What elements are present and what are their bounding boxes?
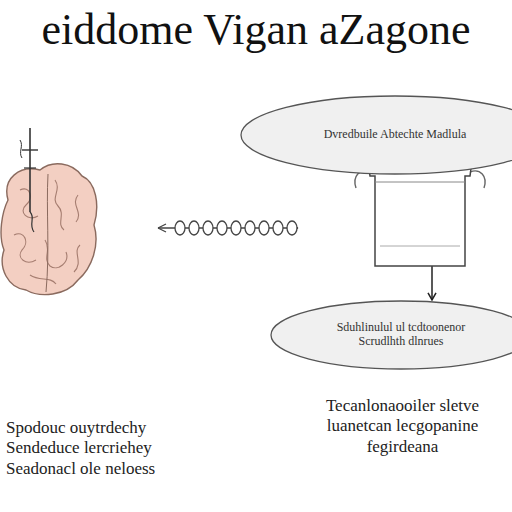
note-text: Spodouc ouytrdechy Sendeduce lercriehey … (6, 418, 221, 479)
ellipse-node: Dvredbuile Abtechte Madlula (240, 95, 512, 175)
diagram-title: eiddome Vigan aZagone (6, 4, 506, 55)
node-text: Sduhlinulul ul tcdtoonenor Scrudlhth dln… (326, 321, 476, 349)
node-text-group: Dvredbuile Abtechte Madlula (324, 128, 467, 142)
node-text-group: Sduhlinulul ul tcdtoonenor Scrudlhth dln… (326, 321, 476, 349)
probe-instrument (20, 128, 38, 232)
chain-symbol (158, 221, 298, 235)
ellipse-node: Sduhlinulul ul tcdtoonenor Scrudlhth dln… (270, 300, 512, 370)
note-text: Tecanlonaooiler sletve luanetcan lecgopa… (300, 396, 505, 457)
node-text: Dvredbuile Abtechte Madlula (324, 128, 467, 142)
brain-illustration (1, 164, 97, 295)
